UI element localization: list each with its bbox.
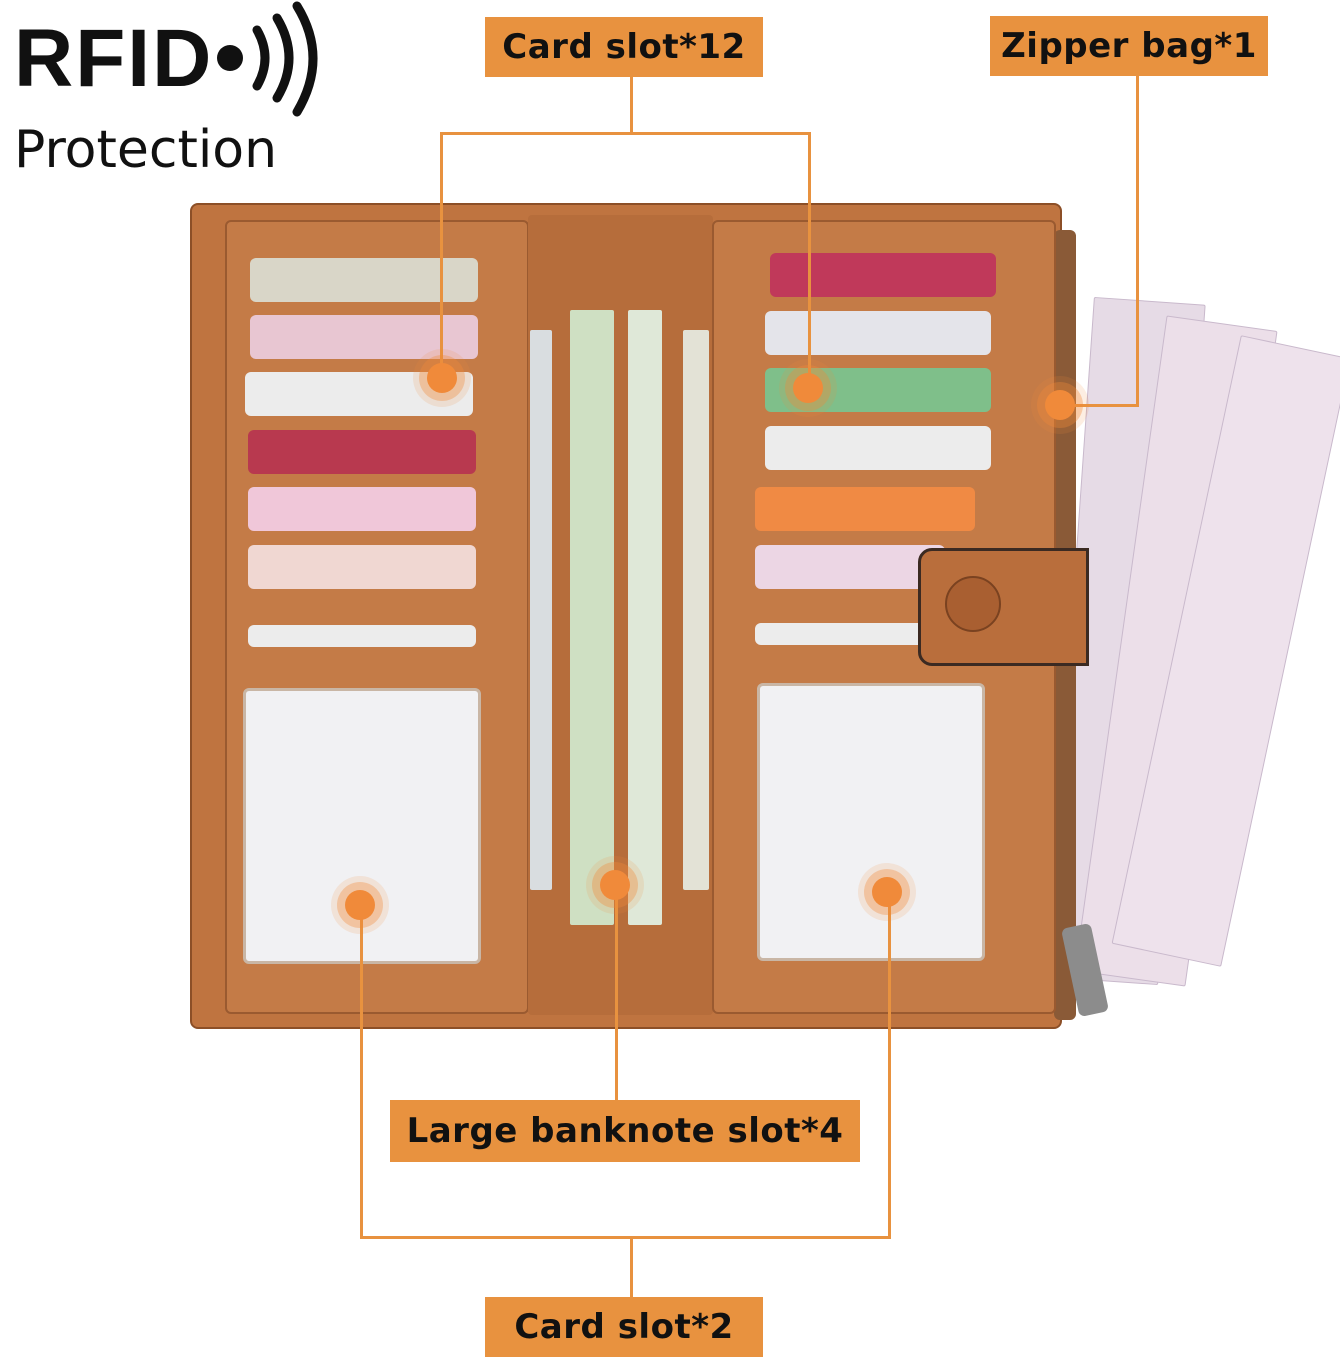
label-card-slot-12: Card slot*12 <box>485 17 763 77</box>
card <box>248 430 476 474</box>
banknote <box>570 310 614 925</box>
card <box>250 315 478 359</box>
card <box>248 545 476 589</box>
connector-line <box>360 1236 891 1239</box>
card <box>755 545 945 589</box>
card <box>755 487 975 531</box>
card <box>765 426 991 470</box>
highlight-dot <box>600 870 630 900</box>
card <box>770 253 996 297</box>
snap-strap <box>918 548 1089 666</box>
connector-line <box>888 892 891 1238</box>
connector-line <box>360 905 363 1238</box>
label-zipper-bag: Zipper bag*1 <box>990 16 1268 76</box>
connector-line <box>440 132 810 135</box>
rfid-title: RFID <box>14 13 214 104</box>
banknote <box>628 310 662 925</box>
highlight-dot <box>345 890 375 920</box>
card <box>250 258 478 302</box>
card <box>755 623 945 645</box>
connector-line <box>630 77 633 133</box>
card <box>248 487 476 531</box>
rfid-signal-icon <box>217 1 318 117</box>
connector-line <box>630 1236 633 1297</box>
banknote <box>683 330 709 890</box>
connector-line <box>808 132 811 387</box>
connector-line <box>615 885 618 1100</box>
highlight-dot <box>793 373 823 403</box>
banknote <box>530 330 552 890</box>
highlight-dot <box>1045 390 1075 420</box>
label-banknote-slot: Large banknote slot*4 <box>390 1100 860 1162</box>
connector-line <box>1136 76 1139 406</box>
highlight-dot <box>427 363 457 393</box>
highlight-dot <box>872 877 902 907</box>
id-window-right <box>757 683 985 961</box>
label-card-slot-2: Card slot*2 <box>485 1297 763 1357</box>
connector-line <box>440 132 443 377</box>
snap-button <box>945 576 1001 632</box>
card <box>248 625 476 647</box>
rfid-subtitle: Protection <box>14 120 278 180</box>
card <box>765 311 991 355</box>
connector-line <box>1060 404 1139 407</box>
